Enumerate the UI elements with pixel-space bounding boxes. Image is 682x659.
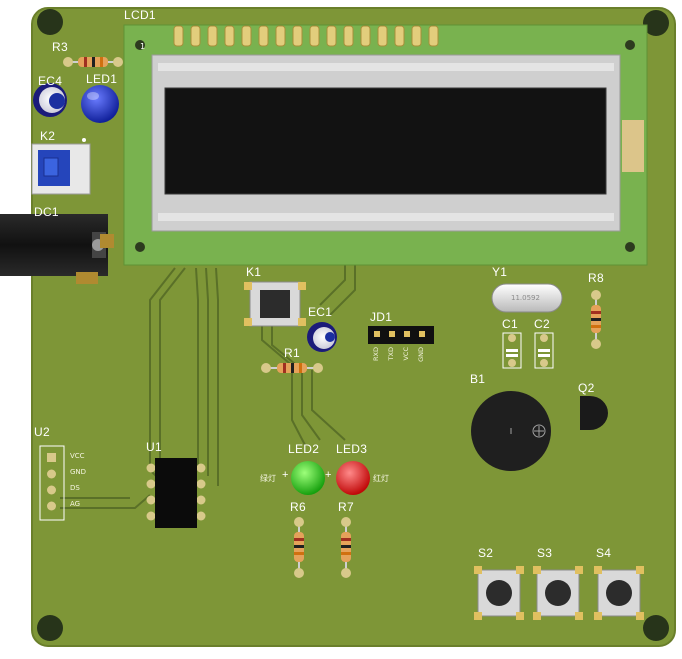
- label-ec4: EC4: [38, 74, 63, 88]
- sensor-u2: [39, 445, 65, 521]
- label-r1: R1: [284, 346, 300, 360]
- lcd-header-pin: [360, 25, 371, 47]
- led1-blue: [81, 85, 119, 123]
- ic-u1: [146, 458, 206, 528]
- label-s4: S4: [596, 546, 612, 560]
- lcd-header-pin: [224, 25, 235, 47]
- lcd-header-pin: [326, 25, 337, 47]
- button-s2: [474, 566, 524, 620]
- u2-pin-ag: AG: [70, 500, 81, 508]
- lcd-header-pin: [411, 25, 422, 47]
- dc-jack-dc1: [0, 214, 114, 284]
- label-s2: S2: [478, 546, 494, 560]
- capacitor-ec4: [33, 83, 67, 117]
- lcd-header-pin: [173, 25, 184, 47]
- capacitor-c2: [534, 332, 554, 369]
- capacitor-c1: [502, 332, 522, 369]
- lcd-header-pin: [207, 25, 218, 47]
- lcd-header-pin: [292, 25, 303, 47]
- jd1-pin-gnd: GND: [417, 347, 425, 362]
- label-k1: K1: [246, 265, 262, 279]
- jd1-pin-rxd: RXD: [372, 347, 380, 361]
- mount-hole-bl: [37, 615, 63, 641]
- jd1-pin-vcc: VCC: [402, 347, 410, 361]
- lcd-header-pin: [343, 25, 354, 47]
- crystal-y1: [491, 283, 563, 313]
- switch-k2: [31, 138, 91, 195]
- label-dc1: DC1: [34, 205, 59, 219]
- led3-red: [336, 461, 370, 495]
- label-u2: U2: [34, 425, 50, 439]
- lcd-header-pin: [241, 25, 252, 47]
- lcd-header-pin: [190, 25, 201, 47]
- mount-hole-br: [643, 615, 669, 641]
- mount-hole-tr: [643, 10, 669, 36]
- label-y1: Y1: [492, 265, 508, 279]
- led2-side-text: 绿灯: [260, 474, 276, 483]
- lcd-module: [123, 24, 648, 266]
- label-jd1: JD1: [370, 310, 393, 324]
- jd1-pin-txd: TXD: [387, 347, 395, 361]
- label-led2: LED2: [288, 442, 320, 456]
- u2-pin-gnd: GND: [70, 468, 87, 476]
- label-led1: LED1: [86, 72, 118, 86]
- label-led3: LED3: [336, 442, 368, 456]
- led2-plus: +: [282, 469, 289, 481]
- resistor-r1: [261, 363, 323, 373]
- label-b1: B1: [470, 372, 486, 386]
- crystal-marking: 11.0592: [511, 294, 540, 302]
- u2-pin-ds: DS: [70, 484, 80, 492]
- mount-hole-tl: [37, 9, 63, 35]
- button-k1: [244, 281, 306, 327]
- label-s3: S3: [537, 546, 553, 560]
- label-lcd1: LCD1: [124, 8, 156, 22]
- lcd-pin1-mark: 1: [140, 42, 146, 51]
- led2-green: [291, 461, 325, 495]
- led3-plus: +: [325, 469, 332, 481]
- resistor-r7: [341, 517, 351, 578]
- buzzer-b1: [471, 391, 551, 471]
- label-r7: R7: [338, 500, 354, 514]
- resistor-r8: [591, 290, 601, 349]
- lcd-header-pin: [258, 25, 269, 47]
- led3-side-text: 红灯: [373, 474, 389, 483]
- label-r6: R6: [290, 500, 306, 514]
- label-c2: C2: [534, 317, 550, 331]
- transistor-q2: [580, 396, 608, 430]
- label-c1: C1: [502, 317, 518, 331]
- label-r8: R8: [588, 271, 604, 285]
- label-r3: R3: [52, 40, 68, 54]
- lcd-header-pin: [377, 25, 388, 47]
- lcd-header-pin: [428, 25, 439, 47]
- label-q2: Q2: [578, 381, 595, 395]
- resistor-r3: [63, 57, 123, 67]
- label-ec1: EC1: [308, 305, 333, 319]
- label-u1: U1: [146, 440, 162, 454]
- label-k2: K2: [40, 129, 56, 143]
- lcd-header-pin: [275, 25, 286, 47]
- u2-pin-vcc: VCC: [70, 452, 85, 460]
- capacitor-ec1: [307, 322, 337, 352]
- lcd-header-pin: [309, 25, 320, 47]
- button-s4: [594, 566, 644, 620]
- lcd-header-pin: [394, 25, 405, 47]
- button-s3: [533, 566, 583, 620]
- resistor-r6: [294, 517, 304, 578]
- header-jd1: [368, 326, 434, 344]
